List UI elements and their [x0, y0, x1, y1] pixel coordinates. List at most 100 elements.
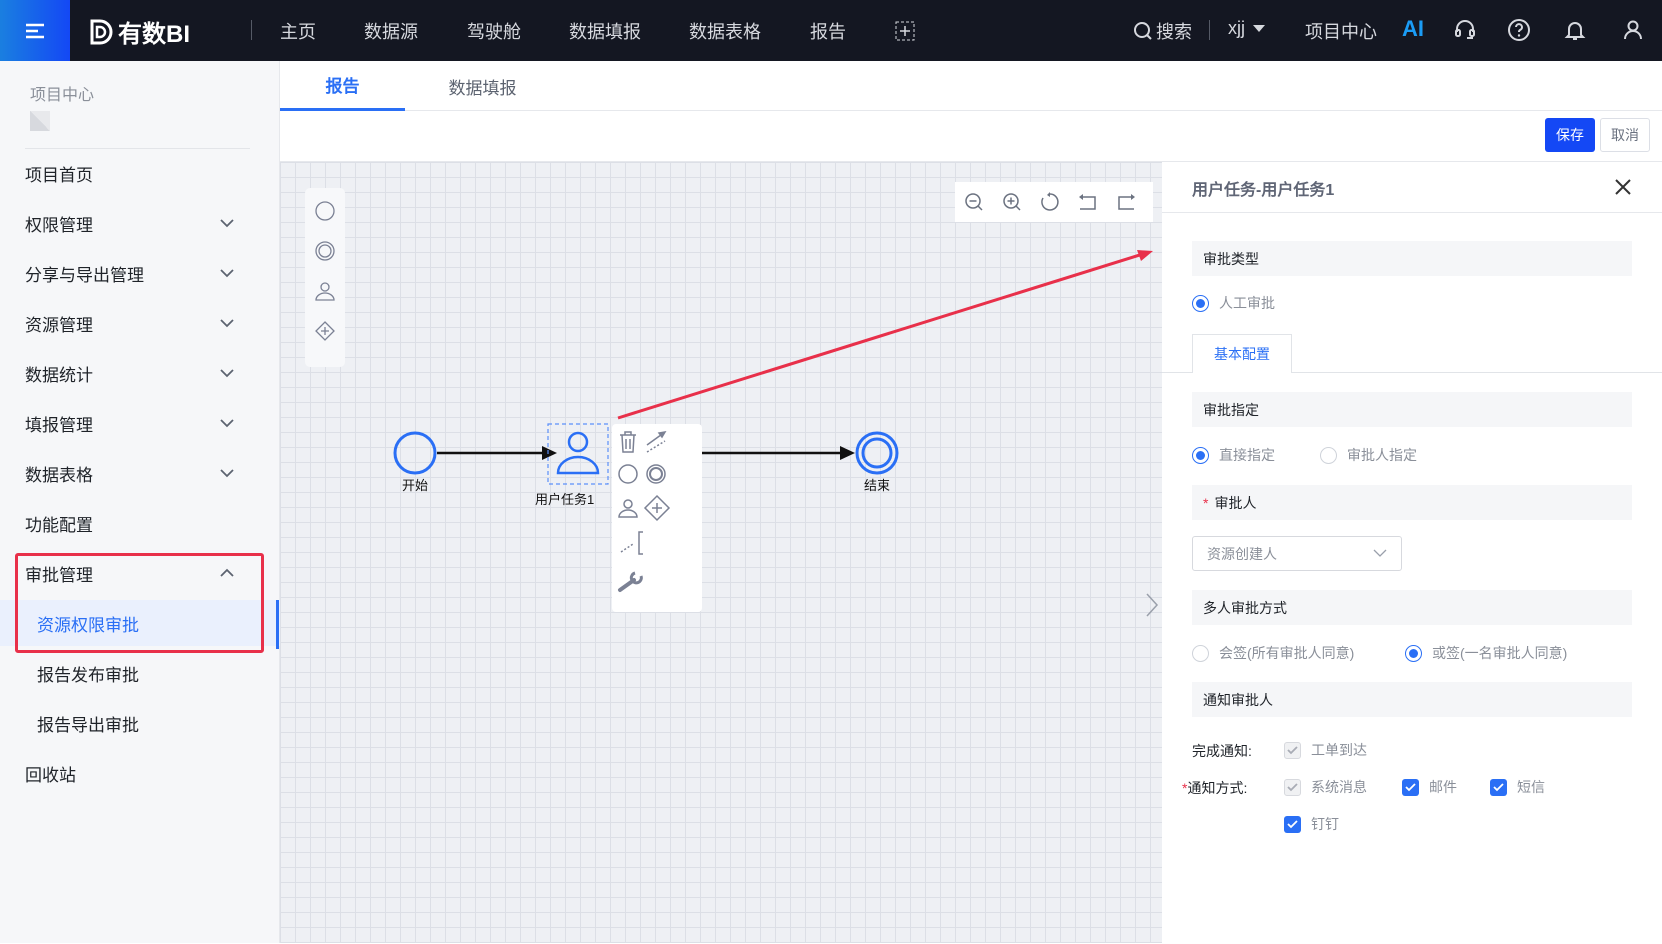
zoom-in-button[interactable] — [993, 182, 1031, 222]
checkbox-ticket[interactable]: 工单到达 — [1284, 740, 1367, 760]
nav-data-fill[interactable]: 数据填报 — [569, 22, 641, 42]
sidebar-item-resource-permission-approval[interactable]: 资源权限审批 — [0, 600, 280, 646]
add-frame-icon[interactable] — [894, 20, 918, 44]
connect-icon[interactable] — [645, 430, 669, 454]
tab-data-fill[interactable]: 数据填报 — [448, 78, 517, 98]
sidebar-item-report-publish-approval[interactable]: 报告发布审批 — [0, 650, 280, 696]
radio-all-sign[interactable]: 会签(所有审批人同意) — [1192, 643, 1354, 663]
nav-data-table[interactable]: 数据表格 — [689, 22, 761, 42]
append-gateway-icon[interactable] — [643, 494, 671, 522]
sidebar-item-data-table[interactable]: 数据表格 — [0, 450, 280, 496]
radio-by-approver[interactable]: 审批人指定 — [1320, 445, 1417, 465]
start-event[interactable] — [393, 431, 437, 475]
nav-cockpit[interactable]: 驾驶舱 — [467, 22, 521, 42]
section-approver: *审批人 — [1192, 485, 1632, 520]
close-icon[interactable] — [1614, 178, 1632, 196]
nav-home[interactable]: 主页 — [280, 22, 316, 42]
sidebar-item-share-export[interactable]: 分享与导出管理 — [0, 250, 280, 296]
section-multi: 多人审批方式 — [1192, 590, 1632, 625]
approver-select[interactable]: 资源创建人 — [1192, 536, 1402, 571]
sidebar-item-label: 报告导出审批 — [37, 715, 139, 735]
sidebar-item-report-export-approval[interactable]: 报告导出审批 — [0, 700, 280, 746]
sidebar-item-label: 分享与导出管理 — [25, 265, 144, 285]
sidebar-item-resource[interactable]: 资源管理 — [0, 300, 280, 346]
project-avatar[interactable] — [30, 111, 50, 131]
text-annotation-icon[interactable] — [619, 530, 647, 556]
sidebar-item-feature-config[interactable]: 功能配置 — [0, 500, 280, 546]
end-event[interactable] — [855, 431, 899, 475]
append-end-icon[interactable] — [645, 463, 667, 485]
end-event-icon[interactable] — [314, 240, 336, 262]
radio-direct[interactable]: 直接指定 — [1192, 445, 1275, 465]
panel-title: 用户任务-用户任务1 — [1192, 182, 1335, 199]
undo-button[interactable] — [1069, 182, 1107, 222]
checkbox-mail[interactable]: 邮件 — [1402, 777, 1457, 797]
section-approval-type: 审批类型 — [1192, 241, 1632, 276]
help-icon[interactable] — [1507, 18, 1531, 42]
sidebar-item-label: 报告发布审批 — [37, 665, 139, 685]
user-dropdown[interactable]: xjj — [1228, 18, 1265, 39]
sidebar-item-label: 功能配置 — [25, 515, 93, 535]
user-task-selection[interactable] — [547, 423, 609, 485]
append-user-task-icon[interactable] — [617, 497, 639, 519]
tab-bar: 报告 数据填报 — [280, 61, 1662, 111]
end-label: 结束 — [864, 478, 891, 493]
divider — [1162, 372, 1662, 373]
start-event-icon[interactable] — [314, 200, 336, 222]
radio-all-sign-input[interactable] — [1192, 644, 1209, 662]
wrench-icon[interactable] — [617, 570, 645, 594]
sidebar-item-home[interactable]: 项目首页 — [0, 150, 280, 196]
collapse-panel-icon[interactable] — [1144, 592, 1160, 618]
checkbox-dingtalk[interactable]: 钉钉 — [1284, 814, 1339, 834]
checkbox-sms[interactable]: 短信 — [1490, 777, 1545, 797]
sidebar-item-label: 回收站 — [25, 765, 76, 785]
sidebar-item-permission[interactable]: 权限管理 — [0, 200, 280, 246]
reset-icon — [1041, 192, 1059, 211]
sidebar-item-recycle-bin[interactable]: 回收站 — [0, 750, 280, 796]
context-pad — [612, 424, 702, 612]
checkbox-sys-msg[interactable]: 系统消息 — [1284, 777, 1367, 797]
radio-any-sign-input[interactable] — [1405, 644, 1422, 662]
gateway-icon[interactable] — [314, 320, 336, 342]
sidebar: 项目中心 项目首页权限管理分享与导出管理资源管理数据统计填报管理数据表格功能配置… — [0, 61, 280, 943]
headset-icon[interactable] — [1453, 18, 1477, 42]
logo-icon — [90, 19, 113, 44]
radio-by-approver-input[interactable] — [1320, 446, 1337, 464]
properties-panel: 用户任务-用户任务1 审批类型 人工审批 基本配置 审批指定 直接指定 审批人指… — [1162, 161, 1662, 943]
radio-manual-input[interactable] — [1192, 294, 1209, 312]
reset-button[interactable] — [1031, 182, 1069, 222]
redo-button[interactable] — [1107, 182, 1145, 222]
divider — [25, 148, 250, 149]
nav-datasource[interactable]: 数据源 — [364, 22, 418, 42]
annotation-arrow — [617, 251, 1147, 420]
user-icon[interactable] — [1621, 18, 1645, 42]
chevron-down-icon — [220, 369, 234, 378]
menu-button[interactable] — [0, 0, 70, 61]
project-label: 项目中心 — [30, 87, 95, 104]
project-center-link[interactable]: 项目中心 — [1305, 22, 1377, 42]
radio-manual[interactable]: 人工审批 — [1192, 293, 1275, 313]
nav-report[interactable]: 报告 — [810, 22, 846, 42]
ai-button[interactable]: AI — [1402, 16, 1424, 41]
diagram-canvas[interactable]: 开始 用户任务1 结束 — [280, 161, 1162, 943]
radio-direct-input[interactable] — [1192, 446, 1209, 464]
logo[interactable]: 有数BI — [88, 14, 190, 49]
section-notify: 通知审批人 — [1192, 682, 1632, 717]
undo-icon — [1079, 194, 1096, 210]
cancel-button[interactable]: 取消 — [1600, 118, 1650, 152]
sidebar-item-statistics[interactable]: 数据统计 — [0, 350, 280, 396]
sidebar-item-approval[interactable]: 审批管理 — [0, 550, 280, 596]
append-start-icon[interactable] — [617, 463, 639, 485]
search-button[interactable]: 搜索 — [1133, 18, 1192, 44]
divider — [1162, 212, 1662, 213]
sidebar-item-fill[interactable]: 填报管理 — [0, 400, 280, 446]
radio-any-sign[interactable]: 或签(一名审批人同意) — [1405, 643, 1567, 663]
save-button[interactable]: 保存 — [1545, 118, 1595, 152]
user-task-icon[interactable] — [314, 280, 336, 302]
tab-basic-config[interactable]: 基本配置 — [1192, 334, 1292, 373]
tab-report[interactable]: 报告 — [280, 61, 405, 111]
redo-icon — [1118, 194, 1135, 210]
zoom-out-button[interactable] — [955, 182, 993, 222]
bell-icon[interactable] — [1563, 18, 1587, 42]
trash-icon[interactable] — [617, 430, 639, 454]
